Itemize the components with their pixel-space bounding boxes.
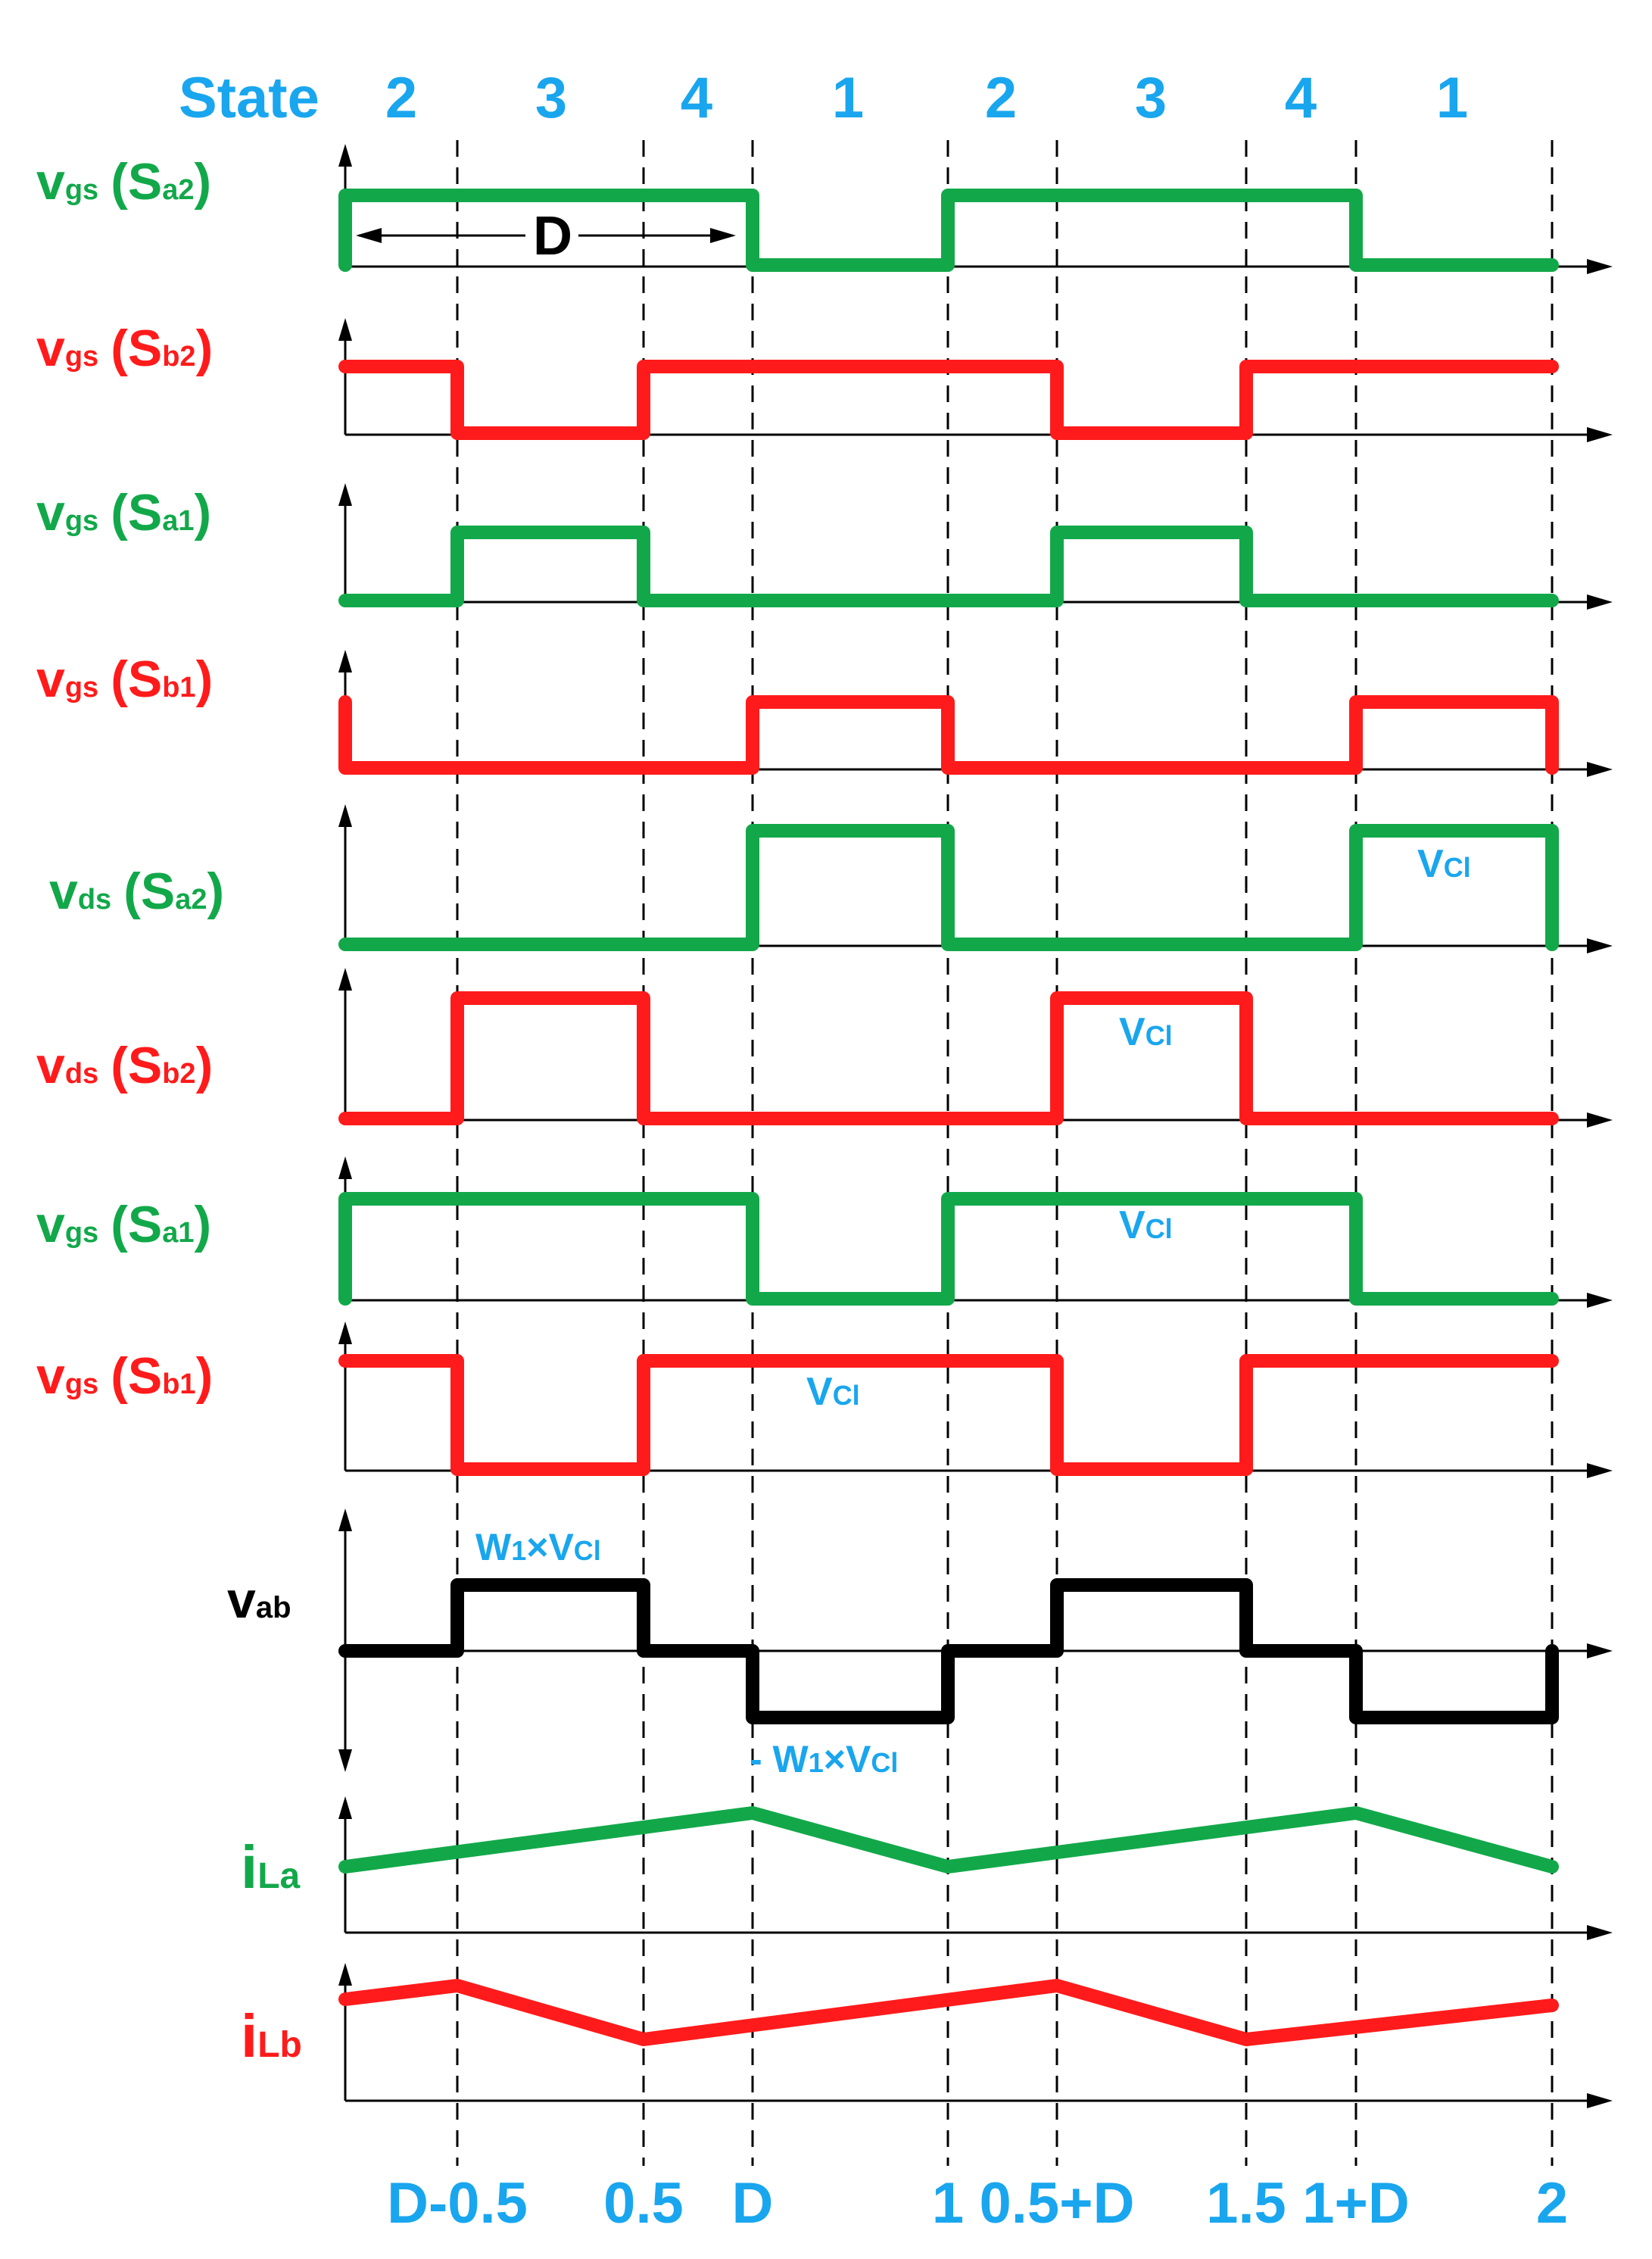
y-axis-head xyxy=(338,1156,352,1179)
ilb-label: iLb xyxy=(241,2002,302,2070)
state-label: 2 xyxy=(385,66,417,130)
time-axis-head xyxy=(1587,938,1613,953)
dashed-guide-lines xyxy=(456,140,1554,2166)
ila-time-axis-head xyxy=(1587,1925,1613,1940)
row-label: vgs(Sb1) xyxy=(36,651,213,708)
state-label: 1 xyxy=(832,66,864,130)
time-axis-head xyxy=(1587,427,1613,442)
time-axis-head xyxy=(1587,1463,1613,1478)
tick-label: D xyxy=(732,2171,774,2236)
vcl-label: VCl xyxy=(1119,1203,1173,1247)
ila-waveform xyxy=(338,1806,1559,1874)
ilb-time-axis-head xyxy=(1587,2093,1613,2108)
tick-label: 2 xyxy=(1536,2171,1568,2236)
ila-label: iLa xyxy=(241,1833,301,1901)
vab-label: vab xyxy=(227,1571,291,1629)
vab-time-axis-head xyxy=(1587,1643,1613,1658)
vab-y-axis-head xyxy=(338,1509,352,1531)
y-axis-head xyxy=(338,804,352,827)
y-axis-head xyxy=(338,483,352,506)
waveform-gs-b2 xyxy=(338,360,1559,440)
state-label: 2 xyxy=(985,66,1017,130)
duty-label-bg xyxy=(525,212,578,261)
row-label: vgs(Sb1) xyxy=(36,1347,213,1405)
time-axis-head xyxy=(1587,762,1613,777)
vcl-label: VCl xyxy=(1119,1010,1173,1054)
ila-y-axis-head xyxy=(338,1796,352,1819)
state-label: 3 xyxy=(535,66,567,130)
state-label: 1 xyxy=(1436,66,1468,130)
waveform-gs-a1 xyxy=(338,1192,1559,1306)
tick-label: 1+D xyxy=(1302,2171,1410,2236)
tick-label: 1.5 xyxy=(1206,2171,1286,2236)
time-axis-head xyxy=(1587,594,1613,610)
y-axis-head xyxy=(338,1321,352,1344)
vcl-label: VCl xyxy=(1417,842,1471,886)
ilb-y-axis-head xyxy=(338,1963,352,1986)
waveform-ds-b2 xyxy=(338,991,1559,1125)
duty-arrow-right-head xyxy=(710,228,736,243)
tick-label: 0.5 xyxy=(603,2171,684,2236)
row-label: vgs(Sa2) xyxy=(36,153,211,211)
y-axis-head xyxy=(338,968,352,991)
waveform-gs-b1 xyxy=(338,695,1559,775)
waveform-gs-a2 xyxy=(338,189,1559,272)
duty-arrow-left-head xyxy=(356,228,382,243)
row-label: vds(Sb2) xyxy=(36,1037,213,1094)
duty-label: D xyxy=(533,206,572,267)
state-label: 4 xyxy=(681,66,712,130)
tick-label: D-0.5 xyxy=(387,2171,528,2236)
waveform-ds-a2 xyxy=(338,824,1559,951)
state-title: State xyxy=(179,66,319,130)
y-axis-head xyxy=(338,144,352,167)
tick-label: 0.5+D xyxy=(980,2171,1135,2236)
w1-vcl-label: W1×VCl xyxy=(475,1526,601,1568)
tick-label: 1 xyxy=(932,2171,964,2236)
y-axis-head xyxy=(338,318,352,341)
state-label: 4 xyxy=(1285,66,1317,130)
waveforms xyxy=(338,189,1559,2046)
time-axis-head xyxy=(1587,1293,1613,1308)
y-axis-head xyxy=(338,650,352,672)
row-label: vds(Sa2) xyxy=(49,863,224,920)
row-label: vgs(Sa1) xyxy=(36,484,211,541)
vab-y-axis-down xyxy=(338,1749,352,1772)
time-axis-head xyxy=(1587,259,1613,274)
labels: vgs(Sa2) vgs(Sb2) vgs(Sa1) vgs(Sb1) vds(Sa2)… xyxy=(36,66,1568,2236)
vab-waveform xyxy=(338,1578,1559,1724)
row-label: vgs(Sb2) xyxy=(36,320,213,377)
row-label: vgs(Sa1) xyxy=(36,1196,211,1253)
time-axis-head xyxy=(1587,1112,1613,1128)
state-label: 3 xyxy=(1135,66,1167,130)
vcl-label: VCl xyxy=(806,1370,860,1414)
waveform-gs-b1 xyxy=(338,1354,1559,1476)
waveform-gs-a1 xyxy=(338,526,1559,607)
neg-w1-vcl-label: - W1×VCl xyxy=(750,1738,898,1780)
ilb-waveform xyxy=(338,1979,1559,2046)
